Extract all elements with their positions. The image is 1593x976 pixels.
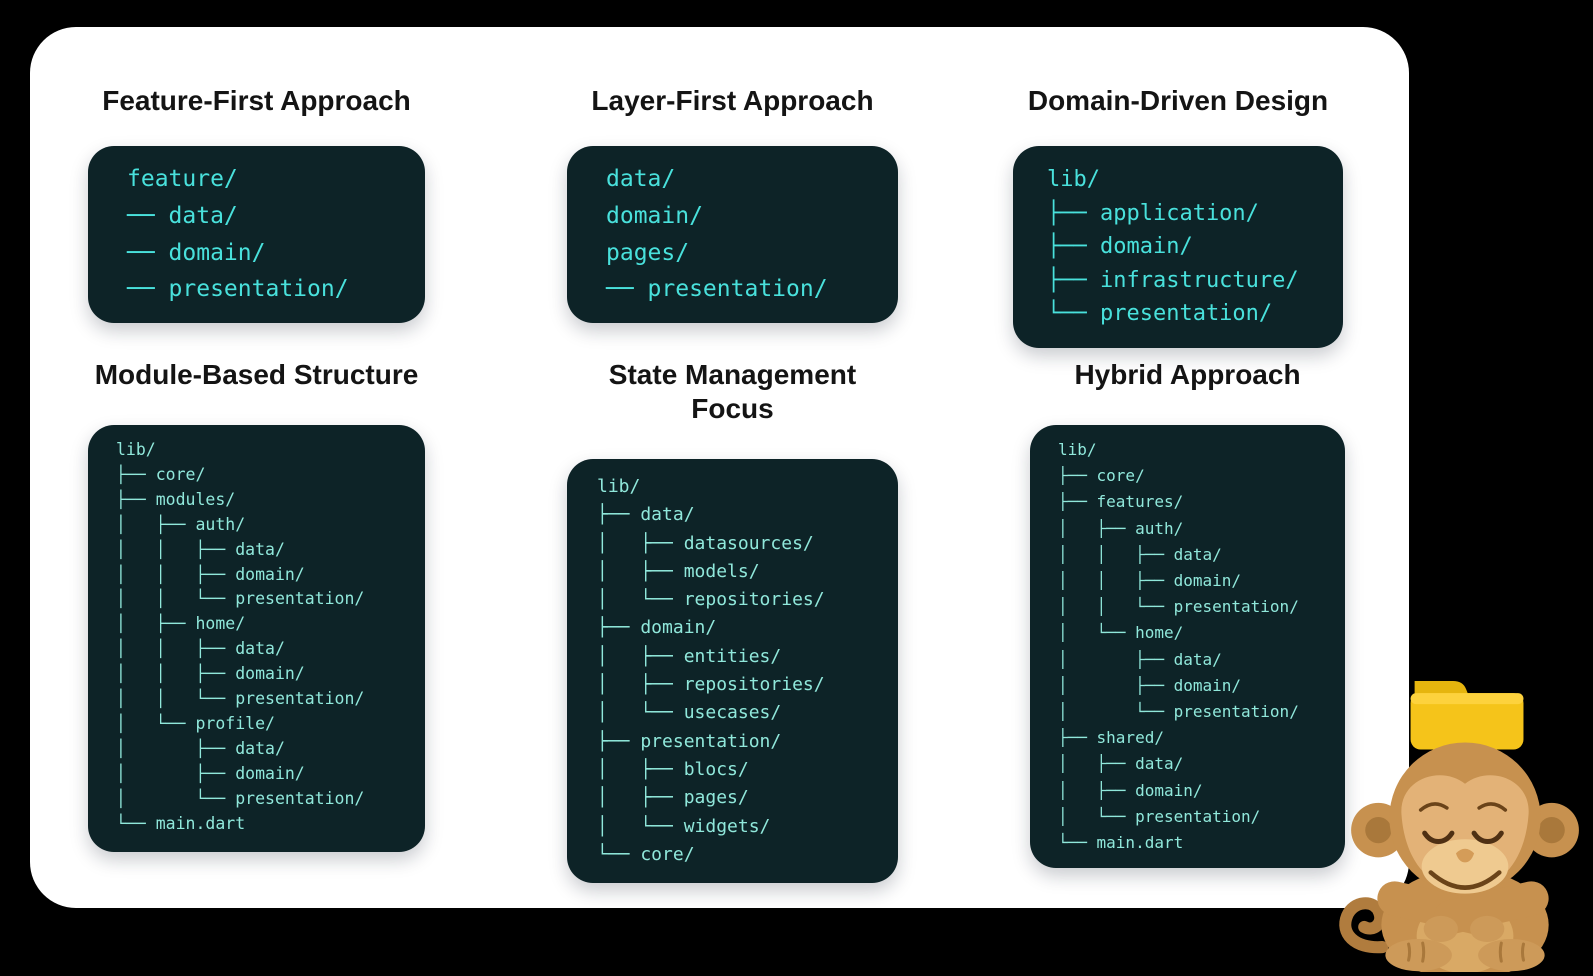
section-title-layer-first: Layer-First Approach bbox=[591, 85, 874, 116]
section-feature-first: Feature-First Approach feature/ ── data/… bbox=[88, 84, 425, 323]
folder-tree-hybrid: lib/ ├── core/ ├── features/ │ ├── auth/… bbox=[1030, 425, 1345, 868]
folder-tree-layer-first: data/ domain/ pages/ ── presentation/ bbox=[567, 146, 898, 323]
section-title-feature-first: Feature-First Approach bbox=[102, 85, 411, 116]
section-title-state-management: State Management Focus bbox=[608, 359, 857, 424]
monkey-nose bbox=[1455, 848, 1475, 863]
section-hybrid: Hybrid Approach lib/ ├── core/ ├── featu… bbox=[1030, 358, 1345, 868]
monkey-foot-left bbox=[1385, 939, 1452, 972]
monkey-tail bbox=[1339, 897, 1389, 954]
section-title-module-based: Module-Based Structure bbox=[94, 359, 419, 390]
monkey-hand bbox=[1470, 915, 1505, 943]
monkey-mascot bbox=[1339, 680, 1579, 972]
monkey-toes bbox=[1407, 941, 1525, 963]
monkey-eyebrows bbox=[1418, 802, 1508, 812]
section-state-management: State Management Focus lib/ ├── data/ │ … bbox=[567, 358, 898, 883]
monkey-arm-right bbox=[1433, 881, 1549, 935]
section-title-hybrid: Hybrid Approach bbox=[1074, 359, 1301, 390]
folder-icon bbox=[1410, 680, 1524, 750]
section-title-domain-driven: Domain-Driven Design bbox=[1027, 85, 1329, 116]
folder-tree-domain-driven: lib/ ├── application/ ├── domain/ ├── in… bbox=[1013, 146, 1343, 348]
folder-tree-state-management: lib/ ├── data/ │ ├── datasources/ │ ├── … bbox=[567, 459, 898, 883]
section-layer-first: Layer-First Approach data/ domain/ pages… bbox=[567, 84, 898, 323]
monkey-eyes bbox=[1422, 830, 1504, 844]
monkey-hand bbox=[1423, 915, 1458, 943]
monkey-foot-right bbox=[1478, 939, 1545, 972]
section-module-based: Module-Based Structure lib/ ├── core/ ├─… bbox=[88, 358, 425, 852]
section-domain-driven: Domain-Driven Design lib/ ├── applicatio… bbox=[1013, 84, 1343, 348]
folder-tree-module-based: lib/ ├── core/ ├── modules/ │ ├── auth/ … bbox=[88, 425, 425, 852]
folder-tree-feature-first: feature/ ── data/ ── domain/ ── presenta… bbox=[88, 146, 425, 323]
monkey-smile bbox=[1428, 870, 1502, 890]
